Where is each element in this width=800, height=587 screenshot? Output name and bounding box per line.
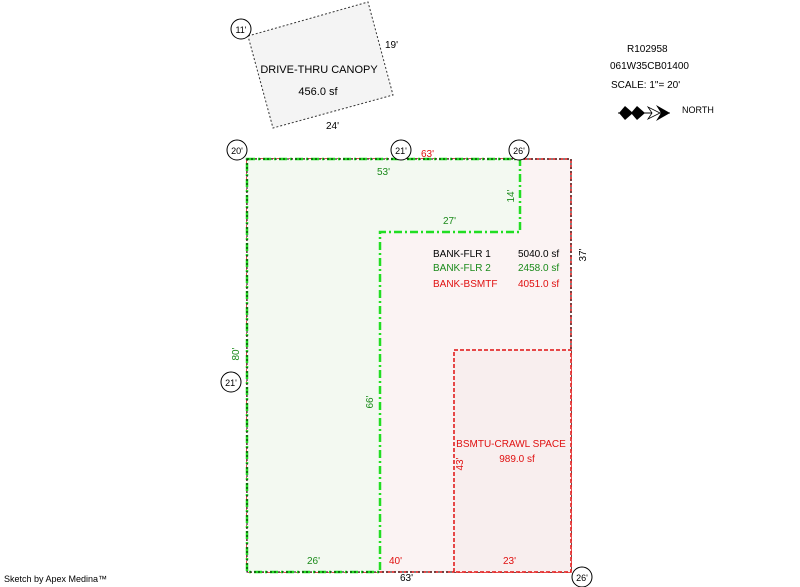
dim-left: 80' [231,347,242,360]
legend-name-bsmt: BANK-BSMTF [433,279,497,290]
corner-tag-top-left: 20' [226,139,248,161]
dim-right: 37' [578,248,589,261]
dim-bottom-mid: 40' [389,556,402,567]
dim-notch-vertical: 14' [506,189,517,202]
dim-top-inner: 53' [377,167,390,178]
dim-bottom-outer: 63' [400,573,413,584]
svg-text:21': 21' [395,146,407,156]
crawl-space-label: BSMTU-CRAWL SPACE [456,439,566,450]
svg-text:21': 21' [225,378,237,388]
bank-floor1-outline [246,158,572,573]
dim-bottom-right: 23' [503,556,516,567]
canopy-outline [247,1,394,129]
canopy-area: 456.0 sf [298,86,338,98]
corner-tag-left-mid: 21' [220,371,242,393]
canopy-label: DRIVE-THRU CANOPY [260,64,378,76]
north-arrow-icon [618,105,670,121]
svg-text:26': 26' [576,573,588,583]
crawl-space-area: 989.0 sf [499,454,535,465]
map-number: 061W35CB01400 [610,61,689,72]
dim-bottom-left: 26' [307,556,320,567]
legend-name-flr2: BANK-FLR 2 [433,263,491,274]
svg-text:20': 20' [231,146,243,156]
corner-tag-bottom-right: 26' [571,566,593,587]
canopy-dim-bottom: 24' [326,121,339,132]
crawl-space-outline [453,349,572,573]
svg-text:26': 26' [513,146,525,156]
corner-tag-top-mid: 21' [390,139,412,161]
scale-label: SCALE: 1"= 20' [611,80,680,91]
legend-name-flr1: BANK-FLR 1 [433,249,491,260]
legend-area-bsmt: 4051.0 sf [518,279,559,290]
north-label: NORTH [682,105,714,115]
area-legend: BANK-FLR 1 5040.0 sf BANK-FLR 2 2458.0 s… [433,249,559,290]
canopy-corner-tag: 11' [230,18,252,40]
legend-area-flr2: 2458.0 sf [518,263,559,274]
svg-text:11': 11' [235,25,246,35]
dim-crawl-vertical: 43' [455,457,466,470]
corner-tag-top-right: 26' [508,139,530,161]
sketch-credit: Sketch by Apex Medina™ [4,574,107,584]
dim-notch-horizontal: 27' [443,216,456,227]
legend-area-flr1: 5040.0 sf [518,249,559,260]
dim-inner-vertical: 66' [365,395,376,408]
canopy-dim-right: 19' [385,40,398,51]
dim-top-outer: 63' [421,149,434,160]
parcel-id: R102958 [627,44,668,55]
